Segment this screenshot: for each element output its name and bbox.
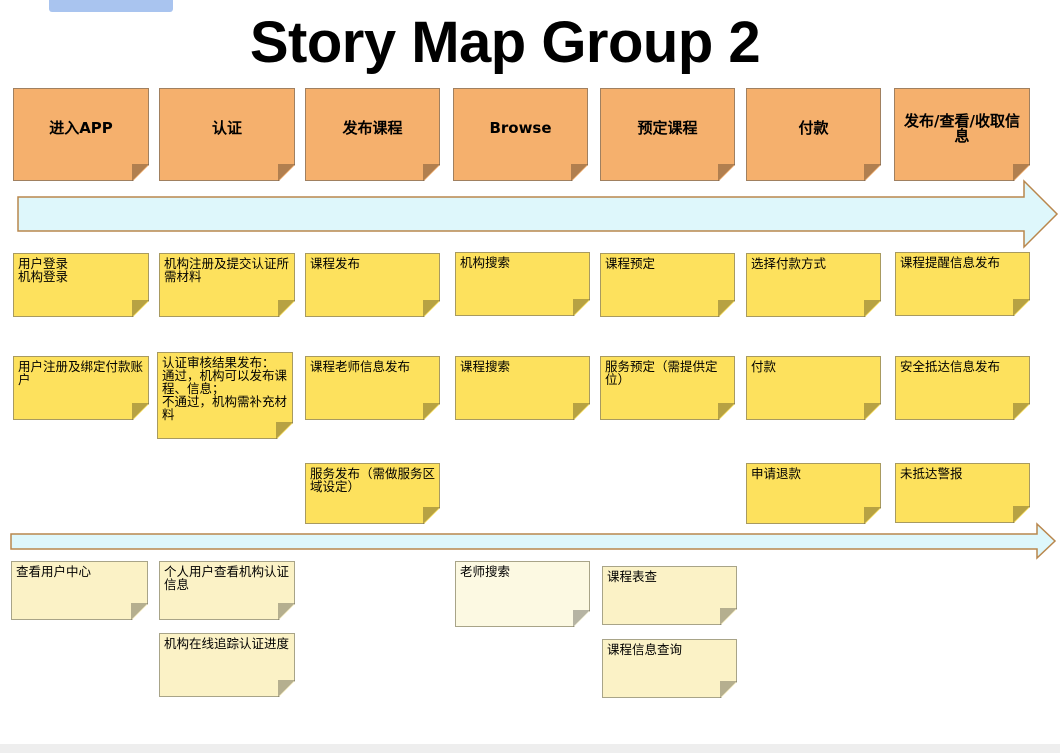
story-text: 课程预定 — [605, 256, 656, 271]
activity-note-book-course[interactable]: 预定课程 — [600, 88, 735, 181]
story-text: 课程提醒信息发布 — [900, 255, 1001, 270]
activity-note-enter-app[interactable]: 进入APP — [13, 88, 149, 181]
story-text: 用户注册及绑定付款账户 — [18, 359, 144, 387]
story-text: 申请退款 — [751, 466, 802, 481]
page-fold-icon — [720, 608, 737, 625]
activity-label: 发布/查看/收取信息 — [904, 111, 1020, 145]
story-text: 机构搜索 — [460, 255, 511, 270]
release-line-arrow — [10, 522, 1057, 560]
activity-note-messages[interactable]: 发布/查看/收取信息 — [894, 88, 1030, 181]
story-text: 机构在线追踪认证进度 — [164, 636, 290, 651]
story-note-course-publish[interactable]: 课程发布 — [305, 253, 440, 317]
activity-note-publish-course[interactable]: 发布课程 — [305, 88, 440, 181]
story-text: 老师搜索 — [460, 564, 511, 579]
story-note-track-cert[interactable]: 机构在线追踪认证进度 — [159, 633, 295, 697]
activity-label: 认证 — [211, 119, 242, 137]
story-note-user-center[interactable]: 查看用户中心 — [11, 561, 148, 620]
story-text: 服务预定（需提供定位） — [605, 359, 718, 387]
story-note-course-search[interactable]: 课程搜索 — [455, 356, 590, 420]
story-note-no-arrival-alert[interactable]: 未抵达警报 — [895, 463, 1030, 523]
page-fold-icon — [278, 680, 295, 697]
story-note-service-publish[interactable]: 服务发布（需做服务区域设定） — [305, 463, 440, 524]
story-note-login[interactable]: 用户登录 机构登录 — [13, 253, 149, 317]
story-text: 课程表查 — [607, 569, 658, 584]
story-note-timetable[interactable]: 课程表查 — [602, 566, 737, 625]
story-text: 付款 — [751, 359, 777, 374]
story-text: 未抵达警报 — [900, 466, 963, 481]
story-text: 课程发布 — [310, 256, 361, 271]
story-note-service-booking[interactable]: 服务预定（需提供定位） — [600, 356, 735, 420]
story-note-teacher-search[interactable]: 老师搜索 — [455, 561, 590, 627]
story-text: 机构注册及提交认证所需材料 — [164, 256, 290, 284]
story-note-course-booking[interactable]: 课程预定 — [600, 253, 735, 317]
page-fold-icon — [278, 603, 295, 620]
story-text: 课程信息查询 — [607, 642, 683, 657]
story-text: 认证审核结果发布： 通过，机构可以发布课程、信息； 不通过，机构需补充材料 — [162, 355, 288, 422]
activity-label: Browse — [489, 119, 552, 137]
activity-note-payment[interactable]: 付款 — [746, 88, 881, 181]
story-note-register[interactable]: 用户注册及绑定付款账户 — [13, 356, 149, 420]
story-note-safe-arrival[interactable]: 安全抵达信息发布 — [895, 356, 1030, 420]
story-note-pay[interactable]: 付款 — [746, 356, 881, 420]
story-note-view-org-cert[interactable]: 个人用户查看机构认证信息 — [159, 561, 295, 620]
top-tag[interactable] — [49, 0, 173, 12]
story-note-org-search[interactable]: 机构搜索 — [455, 252, 590, 316]
story-text: 课程搜索 — [460, 359, 511, 374]
story-note-course-info-query[interactable]: 课程信息查询 — [602, 639, 737, 698]
activity-label: 付款 — [798, 119, 829, 137]
story-note-choose-payment[interactable]: 选择付款方式 — [746, 253, 881, 317]
story-text: 个人用户查看机构认证信息 — [164, 564, 290, 592]
activity-note-auth[interactable]: 认证 — [159, 88, 295, 181]
story-note-teacher-publish[interactable]: 课程老师信息发布 — [305, 356, 440, 420]
story-note-refund[interactable]: 申请退款 — [746, 463, 881, 524]
story-note-audit-result[interactable]: 认证审核结果发布： 通过，机构可以发布课程、信息； 不通过，机构需补充材料 — [157, 352, 293, 439]
page-title: Story Map Group 2 — [249, 10, 761, 75]
story-text: 查看用户中心 — [16, 564, 92, 579]
story-note-org-register[interactable]: 机构注册及提交认证所需材料 — [159, 253, 295, 317]
story-text: 课程老师信息发布 — [310, 359, 411, 374]
story-text: 安全抵达信息发布 — [900, 359, 1001, 374]
story-note-course-reminder[interactable]: 课程提醒信息发布 — [895, 252, 1030, 316]
backbone-arrow — [17, 179, 1059, 249]
activity-label: 进入APP — [49, 119, 113, 137]
page-fold-icon — [573, 610, 590, 627]
bottom-scroll-band — [0, 744, 1060, 753]
activity-label: 发布课程 — [342, 119, 403, 137]
page-fold-icon — [720, 681, 737, 698]
story-text: 用户登录 机构登录 — [18, 256, 69, 284]
activity-note-browse[interactable]: Browse — [453, 88, 588, 181]
story-text: 选择付款方式 — [751, 256, 827, 271]
activity-label: 预定课程 — [637, 119, 698, 137]
page-fold-icon — [131, 603, 148, 620]
story-text: 服务发布（需做服务区域设定） — [310, 466, 436, 494]
